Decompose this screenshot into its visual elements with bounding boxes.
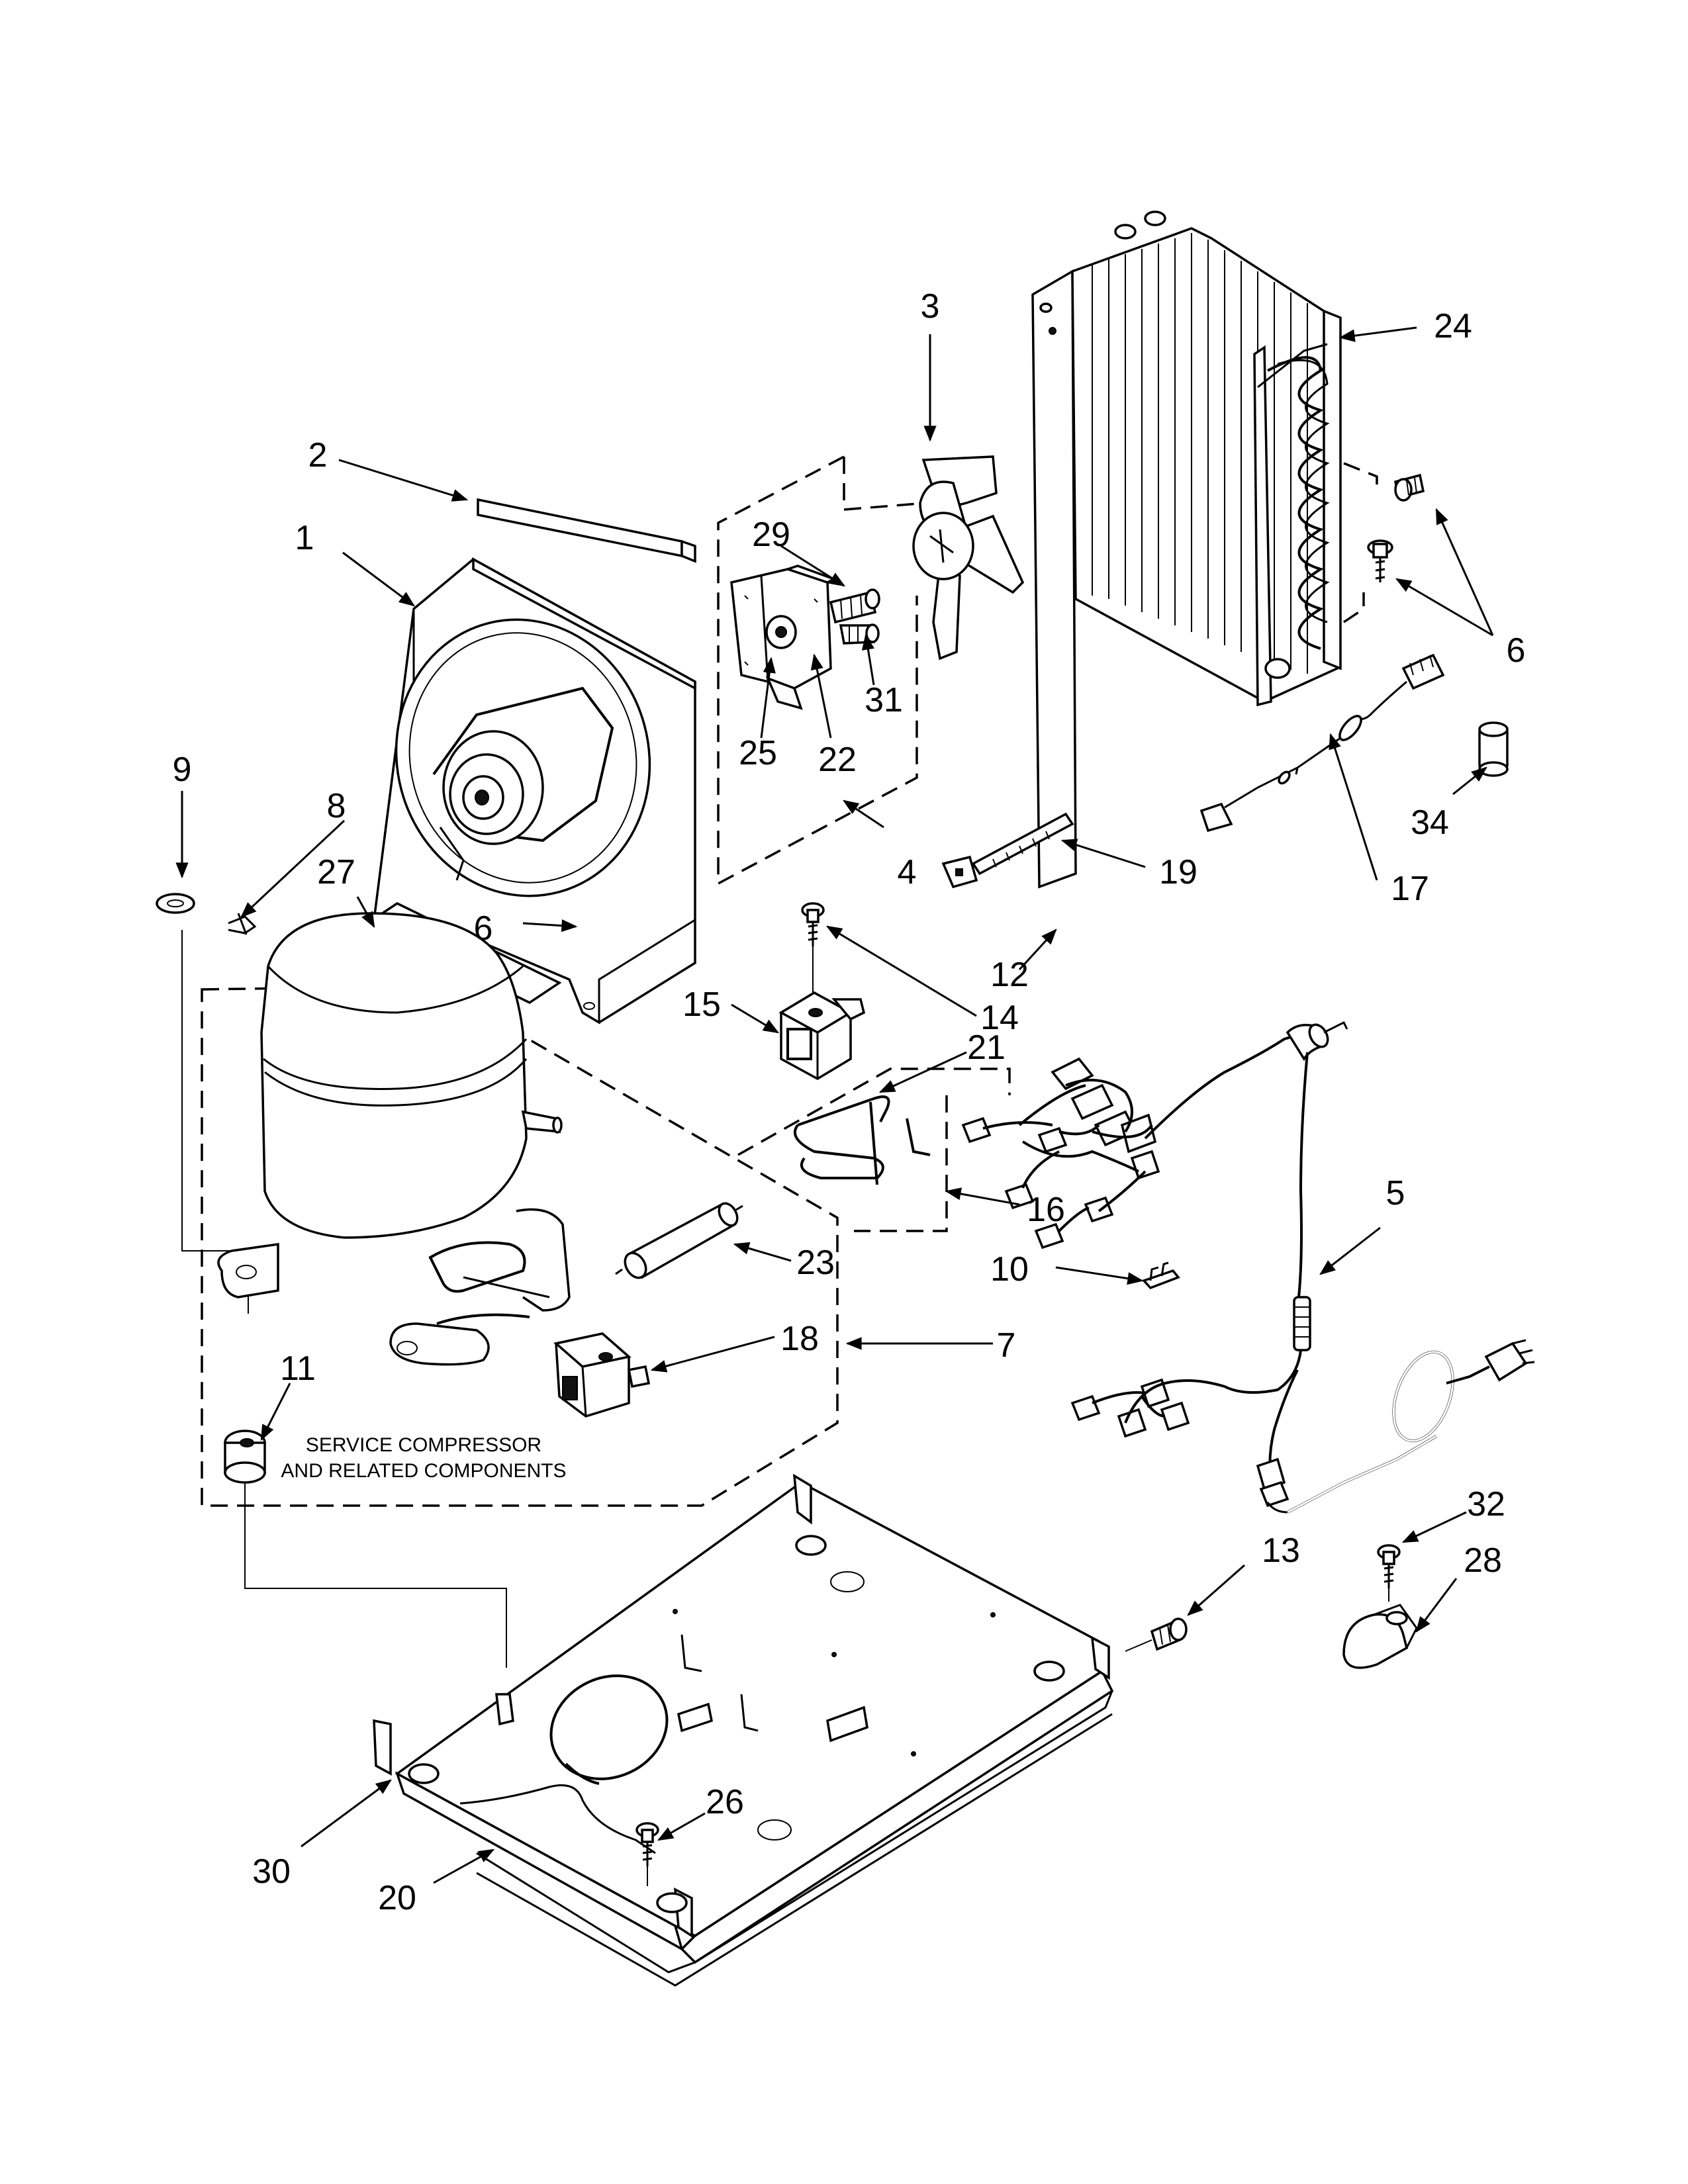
- callout-15: 15: [682, 985, 721, 1024]
- callout-11: 11: [280, 1349, 316, 1388]
- part-cord-clamp: [1342, 1604, 1418, 1669]
- callout-28: 28: [1464, 1541, 1502, 1580]
- callout-25: 25: [739, 734, 777, 772]
- part-wire-bracket: [793, 1095, 931, 1185]
- callout-6-shroud: 6: [474, 909, 493, 948]
- part-tube: [1020, 901, 1118, 956]
- callout-4: 4: [898, 853, 917, 891]
- callout-17: 17: [1391, 870, 1429, 908]
- callout-29: 29: [752, 516, 790, 554]
- callout-16: 16: [1027, 1191, 1065, 1229]
- part-condenser-coil: [1031, 210, 1378, 889]
- part-leveling-screw: [1125, 1617, 1188, 1652]
- callout-18: 18: [780, 1320, 819, 1358]
- callout-30: 30: [252, 1852, 291, 1891]
- callout-26: 26: [706, 1783, 744, 1821]
- callout-24: 24: [1434, 307, 1472, 345]
- part-fan-blade: [912, 455, 1025, 660]
- callout-1: 1: [295, 519, 314, 557]
- part-compressor: [217, 912, 571, 1366]
- part-compressor-grommet: [224, 1430, 507, 1668]
- part-cable-tie: [941, 812, 1074, 889]
- part-wiring-harness: [961, 1021, 1348, 1514]
- callout-22: 22: [818, 741, 857, 779]
- callout-3: 3: [921, 287, 940, 326]
- part-relay: [778, 991, 866, 1081]
- callout-23: 23: [796, 1244, 835, 1282]
- part-power-cord: [1287, 1339, 1535, 1514]
- callout-27: 27: [317, 853, 355, 891]
- callout-5: 5: [1386, 1174, 1405, 1212]
- callout-21: 21: [967, 1028, 1006, 1067]
- callout-31: 31: [865, 681, 903, 719]
- callout-20: 20: [378, 1879, 416, 1917]
- callout-14: 14: [980, 999, 1019, 1037]
- part-gasket-strip: [477, 498, 696, 563]
- callout-6-coil: 6: [1507, 631, 1526, 670]
- callout-34: 34: [1411, 803, 1449, 842]
- callout-7: 7: [997, 1326, 1016, 1365]
- callout-13: 13: [1262, 1531, 1300, 1570]
- callout-8: 8: [327, 787, 346, 825]
- part-clamp-screw: [1377, 1544, 1401, 1602]
- part-fan-motor: [730, 565, 837, 710]
- part-end-cap: [1478, 721, 1509, 777]
- callout-10: 10: [990, 1250, 1029, 1289]
- callout-9: 9: [173, 751, 192, 789]
- part-clip: [228, 913, 257, 935]
- callout-labels: 1 2 3 4 5 6 6 7 8 9 10 11 12 13 14 15 16…: [173, 287, 1526, 1917]
- part-coil-screws: [1367, 473, 1425, 582]
- part-motor-screws: [829, 588, 880, 645]
- part-start-relay: [553, 1332, 651, 1418]
- callout-32: 32: [1467, 1485, 1505, 1524]
- part-relay-screw: [801, 902, 825, 999]
- leader-lines: [175, 326, 1494, 1884]
- note-service-compressor: SERVICE COMPRESSOR: [306, 1434, 541, 1456]
- callout-12: 12: [990, 956, 1029, 994]
- note-related-components: AND RELATED COMPONENTS: [281, 1460, 566, 1482]
- part-sensor-lead: [1199, 653, 1445, 833]
- callout-2: 2: [308, 436, 328, 475]
- part-base-insulation: [476, 1690, 1113, 1987]
- dashed-group-outlines: [201, 455, 1011, 1507]
- callout-19: 19: [1159, 853, 1197, 891]
- part-base-plate: [373, 1473, 1114, 1964]
- part-small-clip: [1141, 1261, 1180, 1290]
- part-drier: [615, 1202, 743, 1279]
